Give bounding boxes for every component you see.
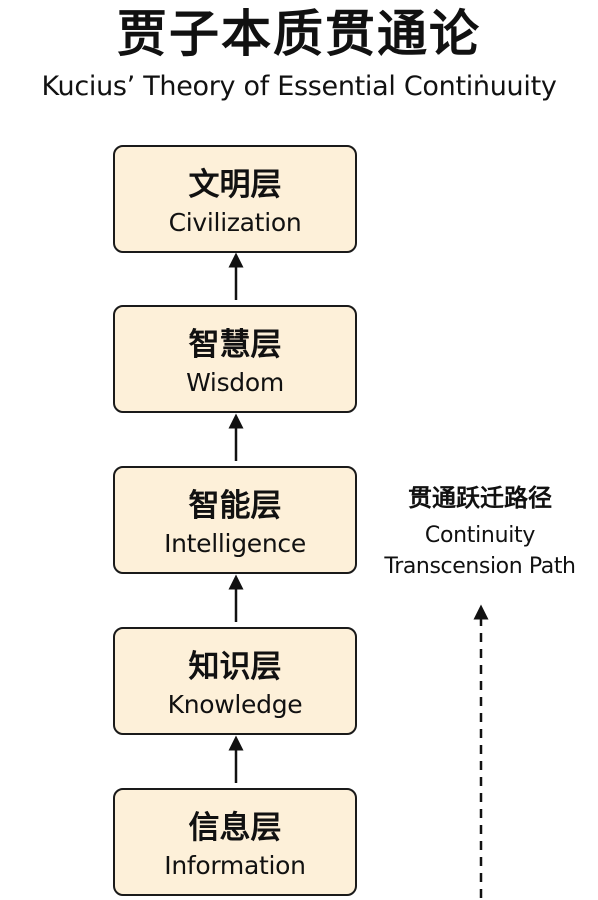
layer-label-zh: 智慧层: [188, 327, 282, 363]
path-label-zh: 贯通跃迁路径: [408, 484, 552, 512]
layer-label-zh: 知识层: [188, 649, 282, 685]
layer-box-wisdom: 智慧层 Wisdom: [113, 305, 357, 413]
layer-label-en: Wisdom: [186, 368, 284, 397]
path-label-en-line1: Continuity: [424, 523, 536, 548]
layer-label-zh: 信息层: [188, 810, 282, 846]
layer-label-zh: 智能层: [188, 488, 282, 524]
layer-box-knowledge: 知识层 Knowledge: [113, 627, 357, 735]
layer-box-information: 信息层 Information: [113, 788, 357, 896]
layer-label-en: Intelligence: [164, 529, 306, 558]
layer-label-en: Knowledge: [167, 690, 303, 719]
layer-label-en: Information: [164, 851, 306, 880]
layer-box-civilization: 文明层 Civilization: [113, 145, 357, 253]
path-label-en-line2: Transcension Path: [384, 554, 576, 579]
layer-box-intelligence: 智能层 Intelligence: [113, 466, 357, 574]
layer-label-en: Civilization: [168, 208, 302, 237]
layer-label-zh: 文明层: [188, 167, 282, 203]
diagram-title: 贾子本质贯通论: [117, 5, 481, 63]
diagram-subtitle: Kucius’ Theory of Essential Contiṅuuity: [41, 71, 557, 102]
